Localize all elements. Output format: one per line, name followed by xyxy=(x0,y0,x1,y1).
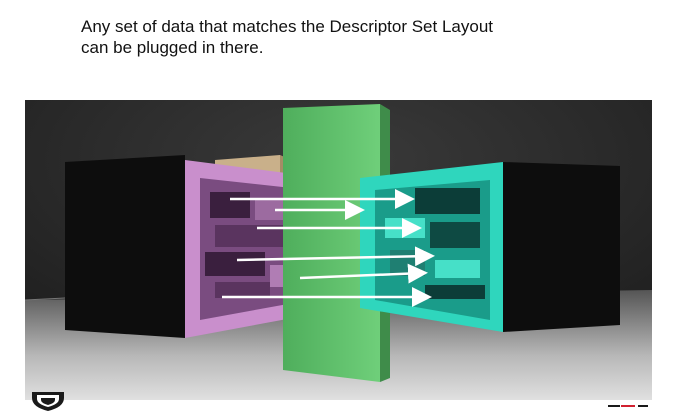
right-cavity xyxy=(425,285,485,299)
left-cavity xyxy=(210,192,250,218)
right-cavity xyxy=(430,222,480,248)
arrow xyxy=(299,263,428,284)
left-block-body xyxy=(65,155,185,338)
caption-line-1: Any set of data that matches the Descrip… xyxy=(81,17,494,36)
right-cavity xyxy=(435,260,480,278)
center-slab-front xyxy=(283,104,380,382)
right-cavity xyxy=(415,188,480,214)
footer-accent-segment xyxy=(638,405,648,407)
left-cavity xyxy=(215,282,270,298)
caption-line-2: can be plugged in there. xyxy=(81,38,264,57)
descriptor-set-plug-illustration xyxy=(25,100,652,400)
footer-accent-bar xyxy=(608,405,648,409)
left-cavity xyxy=(205,252,265,276)
slide-caption: Any set of data that matches the Descrip… xyxy=(81,16,601,58)
right-block-body xyxy=(503,162,620,332)
footer-accent-segment xyxy=(621,405,635,407)
arrow xyxy=(236,246,435,267)
left-cavity xyxy=(215,225,295,247)
footer-accent-segment xyxy=(608,405,620,407)
university-shield-icon xyxy=(32,392,64,411)
